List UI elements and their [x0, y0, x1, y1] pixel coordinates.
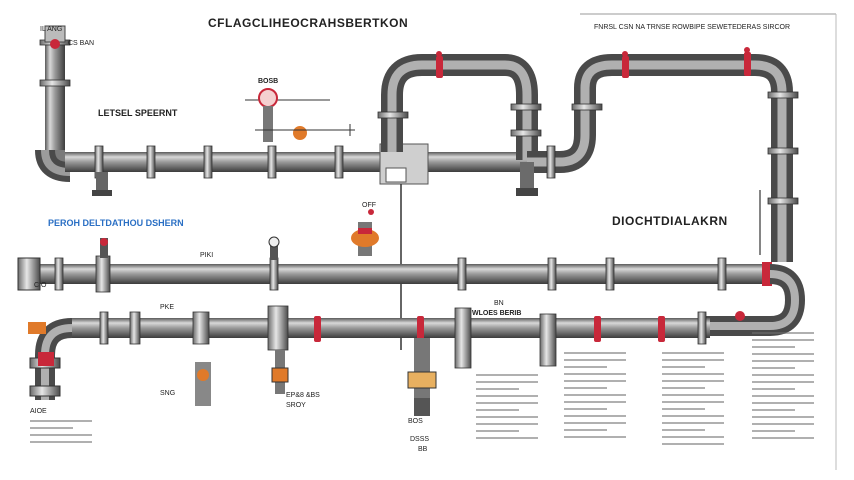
- gauge-icon: [245, 88, 355, 142]
- lower-pipe-run: [28, 305, 745, 416]
- notes-block: [752, 332, 814, 444]
- small-tag-9: SROY: [286, 402, 306, 409]
- small-tag-7: BN: [494, 300, 504, 307]
- riser-pipe-left: [45, 40, 65, 158]
- valve-icon: [436, 47, 751, 78]
- small-tag-8: AIOE: [30, 408, 47, 415]
- middle-pipe-run: [17, 236, 806, 336]
- pipe-label-low: PKE: [160, 304, 175, 311]
- left-top-label: IL ANG: [40, 26, 63, 33]
- notes-block: [30, 420, 92, 448]
- top-right-caption: FNRSL CSN NA TRNSE ROWBIPE SEWETEDERAS S…: [594, 24, 791, 31]
- small-tag-6: WLOES BERIB: [472, 310, 522, 317]
- small-tag-3: BOS: [408, 418, 423, 425]
- small-tag-1: CIO: [34, 282, 47, 289]
- small-tag-4: EP&8 &BS: [286, 392, 320, 399]
- notes-block: [476, 374, 538, 444]
- valve-icon: [351, 222, 379, 256]
- off-label: OFF: [362, 202, 376, 209]
- lateral-label: LETSEL SPEERNT: [98, 108, 178, 118]
- small-tag-5: DSSS: [410, 436, 430, 443]
- right-label: DIOCHTDIALAKRN: [612, 214, 728, 228]
- top-pipe-run: [35, 39, 799, 262]
- valve-label-top: BOSB: [258, 78, 279, 85]
- small-tag-2: SNG: [160, 390, 176, 397]
- blue-label: PEROH DELTDATHOU DSHERN: [48, 218, 184, 228]
- notes-block: [564, 352, 626, 443]
- diagram-title: CFLAGCLIHEOCRAHSBERTKON: [208, 16, 409, 30]
- left-top-sublabel: CS BAN: [68, 40, 95, 47]
- small-tag-10: BB: [418, 446, 428, 453]
- notes-block: [662, 352, 724, 450]
- pipe-label-mid: PIKI: [200, 252, 214, 259]
